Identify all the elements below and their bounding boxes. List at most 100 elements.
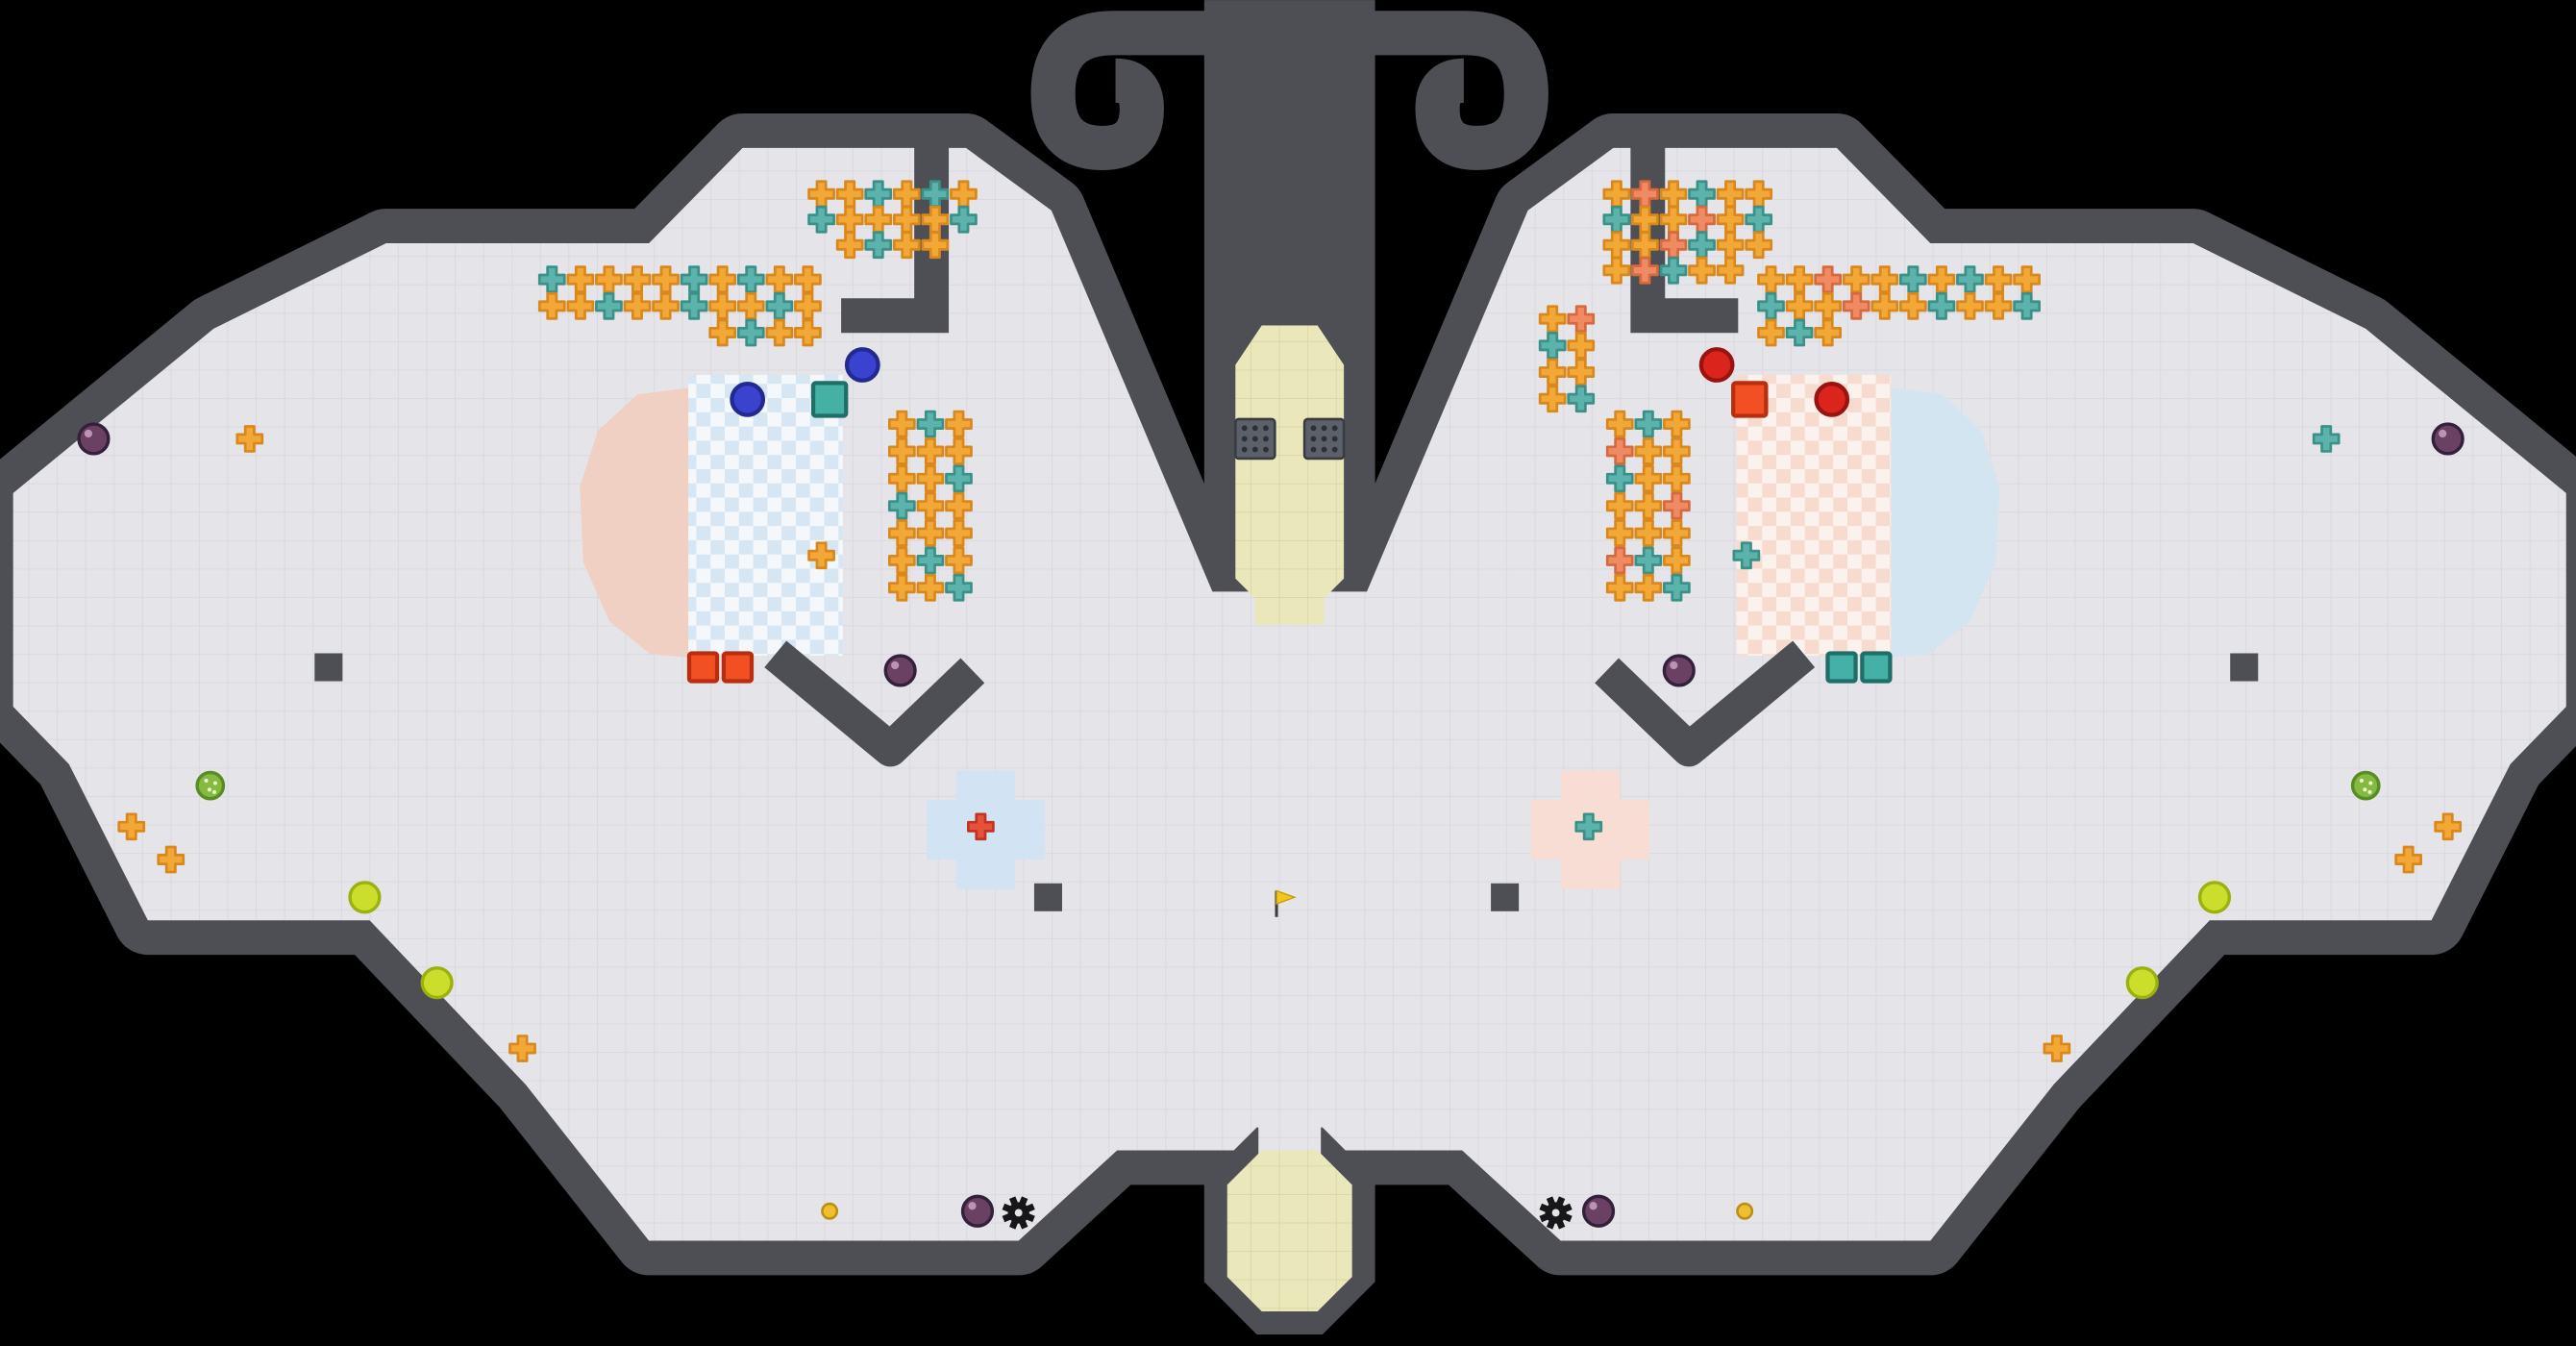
powerup-plus-o[interactable]: [1538, 305, 1567, 334]
bomb[interactable]: [1581, 1194, 1616, 1228]
powerup-plus-o[interactable]: [1538, 385, 1567, 413]
powerup-plus-o[interactable]: [508, 1034, 536, 1062]
powerup-plus-o[interactable]: [1634, 573, 1663, 602]
powerup-plus-o[interactable]: [2043, 1034, 2071, 1062]
powerup-plus-t[interactable]: [1634, 410, 1663, 438]
powerup-plus-o[interactable]: [1634, 437, 1663, 465]
powerup-plus-o[interactable]: [835, 231, 864, 260]
powerup-plus-o[interactable]: [916, 491, 945, 520]
powerup-plus-o[interactable]: [1984, 291, 2013, 320]
powerup-plus-o[interactable]: [1870, 265, 1899, 294]
powerup-plus-o[interactable]: [765, 265, 794, 294]
powerup-plus-o[interactable]: [1870, 291, 1899, 320]
powerup-plus-t[interactable]: [807, 205, 835, 234]
powerup-plus-o[interactable]: [1688, 256, 1716, 285]
powerup-plus-s[interactable]: [1814, 265, 1842, 294]
team-marker-red[interactable]: [1814, 382, 1850, 417]
powerup-plus-o[interactable]: [1927, 265, 1956, 294]
powerup-plus-o[interactable]: [807, 541, 835, 570]
powerup-plus-o[interactable]: [1984, 265, 2013, 294]
powerup-plus-t[interactable]: [1757, 291, 1785, 320]
powerup-plus-o[interactable]: [945, 491, 973, 520]
powerup-plus-t[interactable]: [2013, 291, 2041, 320]
powerup-plus-o[interactable]: [1605, 519, 1634, 547]
powerup-plus-o[interactable]: [1605, 573, 1634, 602]
powerup-plus-o[interactable]: [157, 845, 186, 874]
powerup-plus-o[interactable]: [1634, 491, 1663, 520]
powerup-plus-o[interactable]: [916, 519, 945, 547]
bomb[interactable]: [883, 654, 917, 687]
powerup-plus-o[interactable]: [652, 265, 680, 294]
powerup-plus-o[interactable]: [794, 291, 822, 320]
powerup-plus-o[interactable]: [794, 265, 822, 294]
powerup-plus-t[interactable]: [1898, 265, 1927, 294]
powerup-plus-o[interactable]: [736, 291, 765, 320]
powerup-plus-t[interactable]: [916, 410, 945, 438]
powerup-plus-t[interactable]: [887, 491, 916, 520]
powerup-plus-o[interactable]: [595, 265, 623, 294]
powerup-plus-s[interactable]: [1605, 437, 1634, 465]
lime-orb[interactable]: [420, 966, 454, 1000]
powerup-plus-o[interactable]: [1898, 291, 1927, 320]
powerup-plus-t[interactable]: [736, 265, 765, 294]
coin-dot[interactable]: [1736, 1202, 1754, 1220]
powerup-plus-o[interactable]: [916, 573, 945, 602]
spawn-pad-red[interactable]: [686, 651, 720, 684]
gear-trap[interactable]: [1002, 1196, 1035, 1230]
powerup-plus-t[interactable]: [680, 265, 708, 294]
powerup-plus-o[interactable]: [887, 464, 916, 493]
spawn-pad-teal[interactable]: [810, 381, 849, 418]
powerup-plus-o[interactable]: [1602, 256, 1631, 285]
powerup-plus-o[interactable]: [1663, 464, 1691, 493]
bomb[interactable]: [960, 1194, 995, 1228]
powerup-plus-t[interactable]: [1567, 385, 1596, 413]
powerup-plus-o[interactable]: [945, 519, 973, 547]
powerup-plus-s[interactable]: [1605, 546, 1634, 575]
powerup-plus-o[interactable]: [2013, 265, 2041, 294]
powerup-plus-o[interactable]: [652, 291, 680, 320]
bomb[interactable]: [1662, 654, 1696, 687]
powerup-plus-o[interactable]: [887, 519, 916, 547]
lime-orb[interactable]: [348, 881, 382, 914]
powerup-plus-t[interactable]: [1605, 464, 1634, 493]
powerup-plus-o[interactable]: [708, 291, 737, 320]
powerup-plus-t[interactable]: [945, 573, 973, 602]
spawn-pad-teal[interactable]: [1860, 651, 1893, 684]
powerup-plus-t[interactable]: [864, 231, 893, 260]
powerup-plus-o[interactable]: [1785, 265, 1814, 294]
powerup-plus-o[interactable]: [2434, 812, 2463, 841]
powerup-plus-t[interactable]: [1659, 256, 1688, 285]
powerup-plus-t[interactable]: [1538, 332, 1567, 360]
spawn-pad-teal[interactable]: [1825, 651, 1858, 684]
powerup-plus-o[interactable]: [1757, 265, 1785, 294]
powerup-plus-o[interactable]: [887, 410, 916, 438]
coin-dot[interactable]: [821, 1202, 839, 1220]
powerup-plus-o[interactable]: [1605, 491, 1634, 520]
powerup-plus-t[interactable]: [945, 464, 973, 493]
powerup-plus-r[interactable]: [967, 812, 995, 841]
powerup-plus-o[interactable]: [1785, 291, 1814, 320]
powerup-plus-o[interactable]: [916, 464, 945, 493]
powerup-plus-o[interactable]: [1716, 256, 1745, 285]
powerup-plus-o[interactable]: [117, 812, 146, 841]
powerup-plus-o[interactable]: [537, 291, 566, 320]
powerup-plus-s[interactable]: [1567, 305, 1596, 334]
spawn-pad-red[interactable]: [1731, 381, 1769, 418]
bomb[interactable]: [77, 422, 111, 456]
powerup-plus-o[interactable]: [1567, 358, 1596, 386]
powerup-plus-o[interactable]: [892, 231, 921, 260]
powerup-plus-t[interactable]: [537, 265, 566, 294]
powerup-plus-o[interactable]: [623, 291, 652, 320]
team-marker-blue[interactable]: [844, 347, 880, 383]
powerup-plus-o[interactable]: [1567, 332, 1596, 360]
powerup-plus-o[interactable]: [1663, 437, 1691, 465]
powerup-plus-t[interactable]: [950, 205, 978, 234]
team-marker-blue[interactable]: [730, 382, 766, 417]
powerup-plus-o[interactable]: [1956, 291, 1984, 320]
green-orb[interactable]: [195, 770, 226, 801]
powerup-plus-o[interactable]: [1634, 464, 1663, 493]
powerup-plus-o[interactable]: [1663, 410, 1691, 438]
powerup-plus-o[interactable]: [2394, 845, 2423, 874]
bomb[interactable]: [2431, 422, 2465, 456]
powerup-plus-t[interactable]: [1732, 541, 1761, 570]
